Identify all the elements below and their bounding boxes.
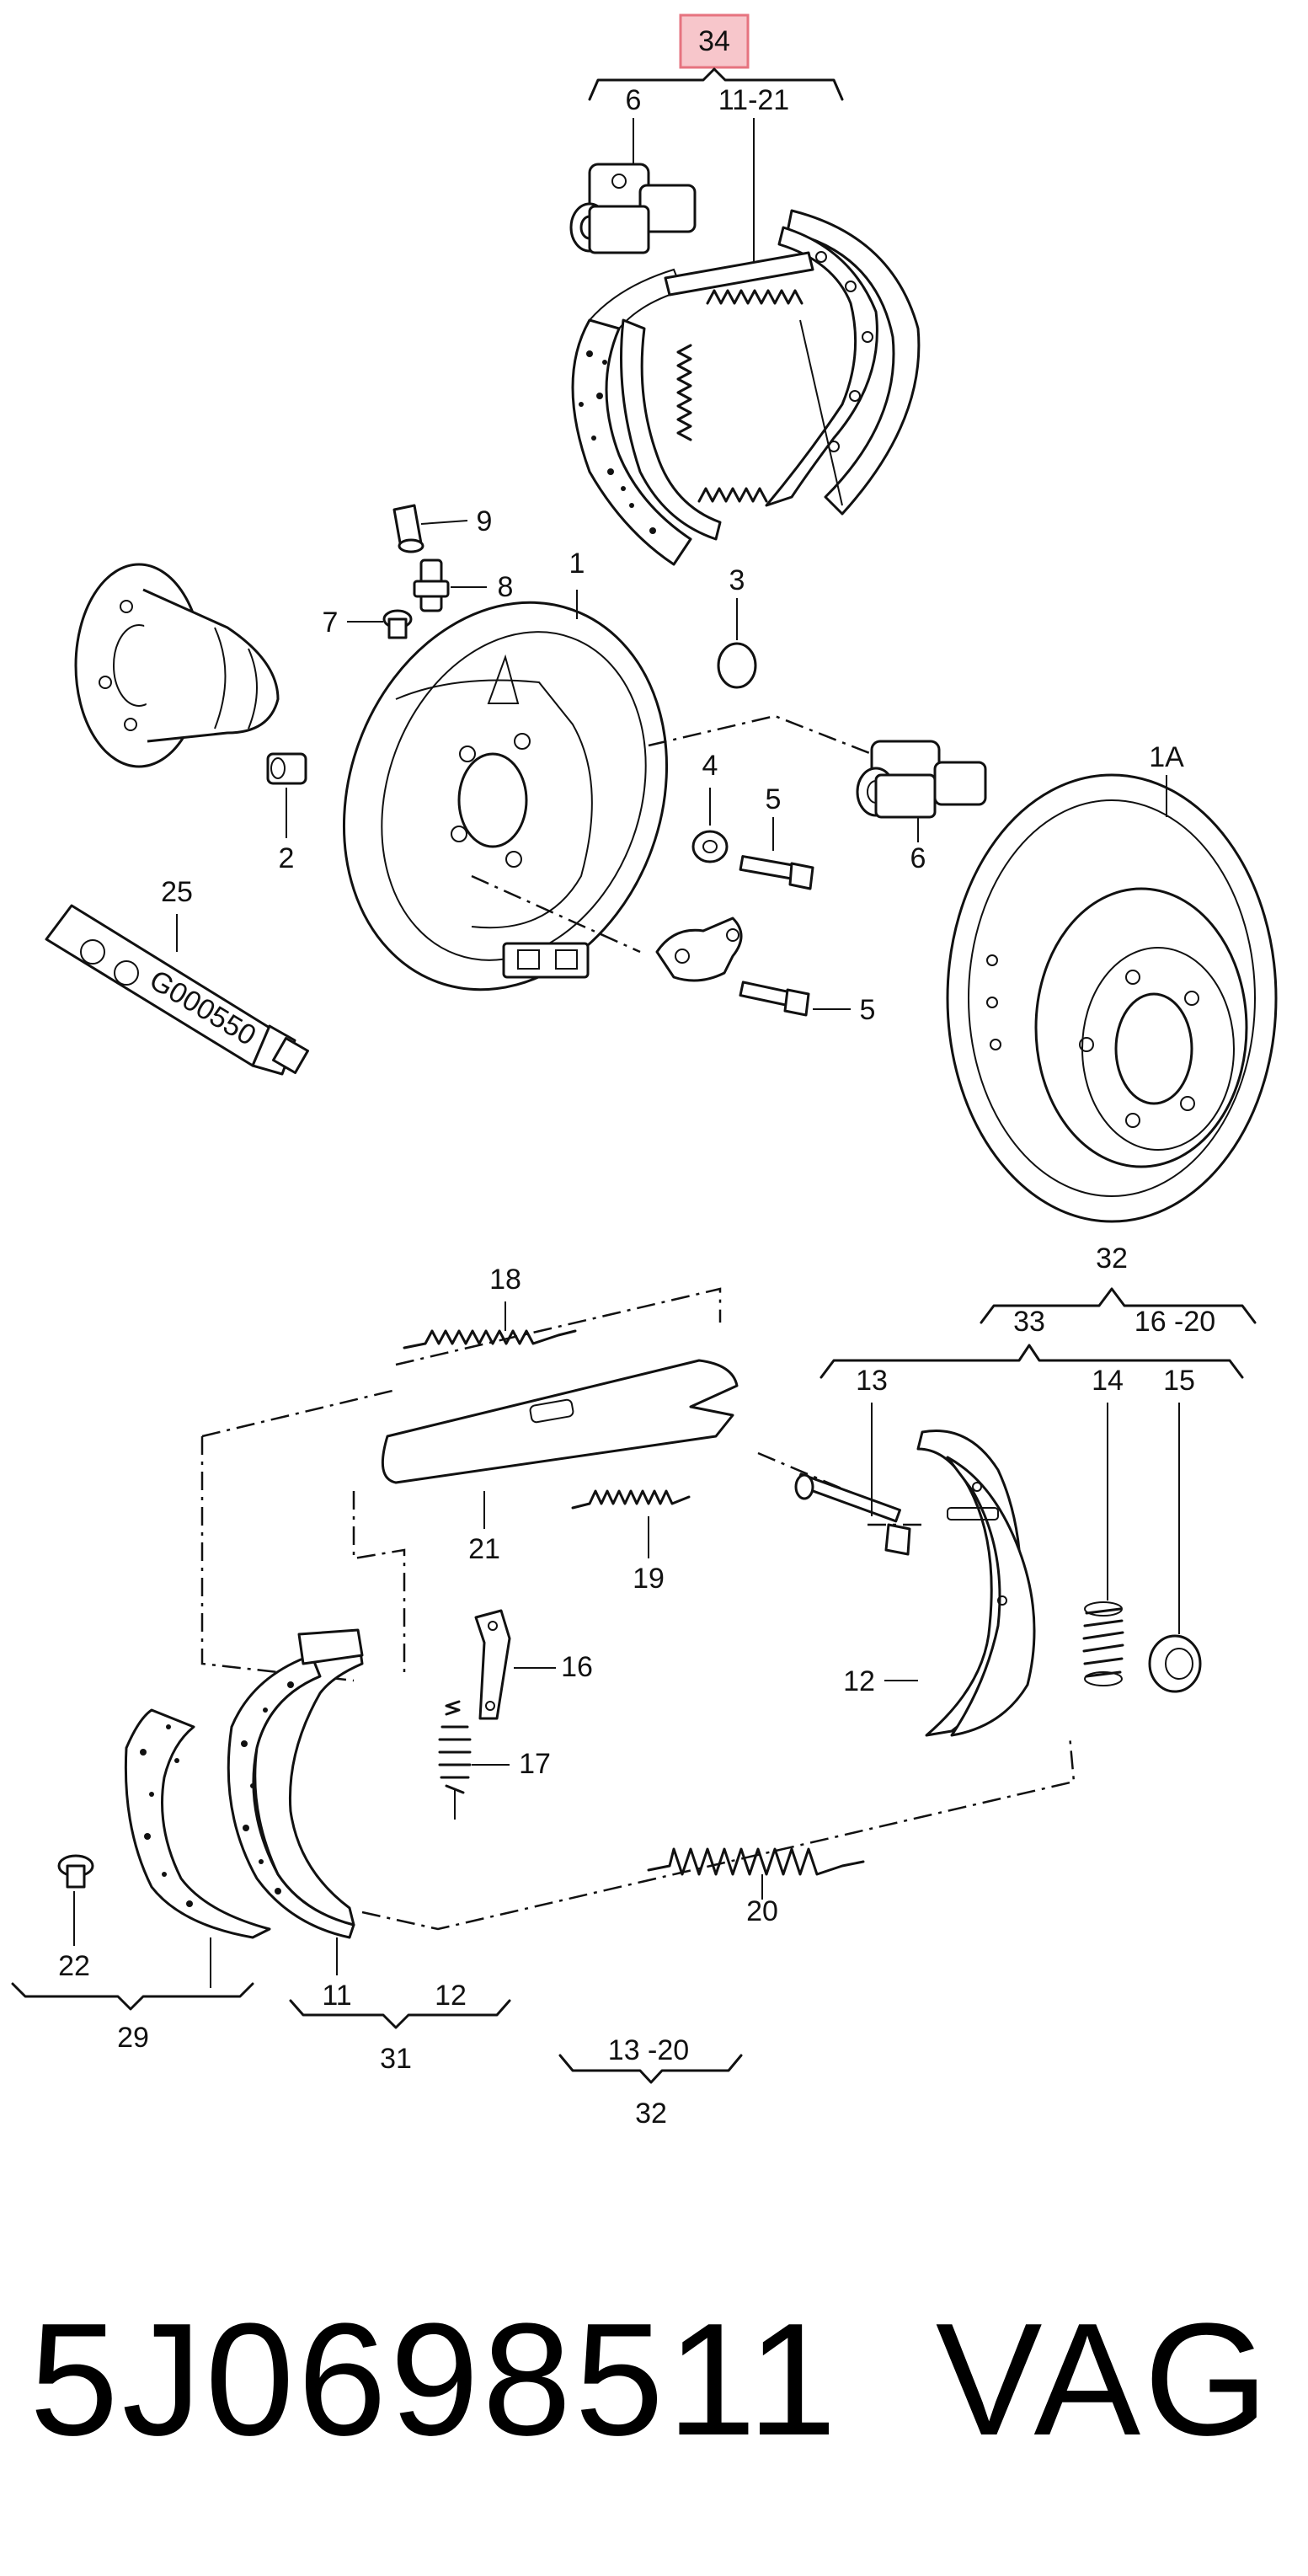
lever-16: [474, 1609, 511, 1720]
callout-5b: 5: [860, 994, 876, 1026]
brake-drum: [946, 773, 1278, 1223]
screw-7: [382, 609, 413, 639]
callout-5a: 5: [766, 783, 782, 815]
adjuster-lever-21: [381, 1359, 739, 1484]
callout-18: 18: [489, 1264, 521, 1296]
spring-19: [571, 1489, 691, 1510]
callout-15: 15: [1163, 1365, 1195, 1397]
callout-34-label: 34: [698, 25, 730, 57]
callout-7: 7: [323, 607, 339, 639]
backing-plate: [342, 601, 669, 991]
brand-name: VAG: [936, 2290, 1272, 2469]
callout-12-bottom: 12: [435, 1980, 467, 2012]
nut-2: [266, 752, 307, 785]
screw-22: [57, 1854, 94, 1889]
part-number: 5J0698511: [29, 2290, 840, 2469]
pin-13: [794, 1472, 911, 1556]
washer-4: [691, 830, 729, 863]
brake-shoe-12: [916, 1430, 1036, 1737]
callout-21: 21: [468, 1533, 500, 1565]
callout-6: 6: [910, 842, 926, 874]
brake-shoe-11: [227, 1628, 364, 1939]
callout-11: 11: [322, 1980, 351, 2012]
callout-34[interactable]: 34: [679, 13, 750, 69]
callout-33: 33: [1013, 1306, 1045, 1338]
spring-14: [1082, 1601, 1124, 1686]
spring-cup-15: [1148, 1634, 1202, 1693]
callout-11-21: 11-21: [718, 84, 789, 116]
callout-25: 25: [161, 876, 193, 908]
callout-1A: 1A: [1149, 741, 1184, 773]
callout-9: 9: [477, 505, 493, 537]
callout-32-top: 32: [1096, 1243, 1128, 1275]
callout-2: 2: [279, 842, 295, 874]
spring-20: [647, 1847, 865, 1876]
callout-17: 17: [519, 1748, 551, 1780]
callout-19: 19: [633, 1563, 665, 1595]
callout-20: 20: [746, 1895, 778, 1927]
callout-1: 1: [569, 548, 585, 580]
bleeder-valve-8: [413, 558, 450, 612]
bolt-5b: [739, 981, 810, 1017]
bracket-34: [588, 67, 844, 101]
callout-3: 3: [729, 564, 745, 596]
callout-14: 14: [1092, 1365, 1124, 1397]
callout-16-20: 16 -20: [1134, 1306, 1215, 1338]
callout-13-20: 13 -20: [608, 2034, 689, 2066]
spring-18: [403, 1329, 577, 1349]
callout-6-top: 6: [626, 84, 642, 116]
wheel-cylinder-top: [569, 163, 697, 254]
brake-shoe-assembly-top: [569, 163, 921, 566]
spring-17: [438, 1700, 472, 1820]
callout-16: 16: [561, 1651, 593, 1683]
callout-29: 29: [117, 2022, 149, 2054]
callout-8: 8: [498, 571, 514, 603]
callout-31: 31: [380, 2043, 412, 2075]
bleeder-cap-9: [392, 504, 424, 553]
mounting-flange: [655, 917, 743, 982]
callout-32-bottom: 32: [635, 2098, 667, 2130]
wheel-hub-flange: [74, 563, 280, 768]
callout-12-right: 12: [843, 1665, 875, 1697]
callout-13: 13: [856, 1365, 888, 1397]
callout-22: 22: [58, 1950, 90, 1982]
bolt-5a: [739, 855, 814, 890]
brake-lining-29: [124, 1708, 271, 1939]
plug-3: [717, 642, 757, 689]
wheel-cylinder-6: [856, 740, 987, 819]
callout-4: 4: [702, 750, 718, 782]
